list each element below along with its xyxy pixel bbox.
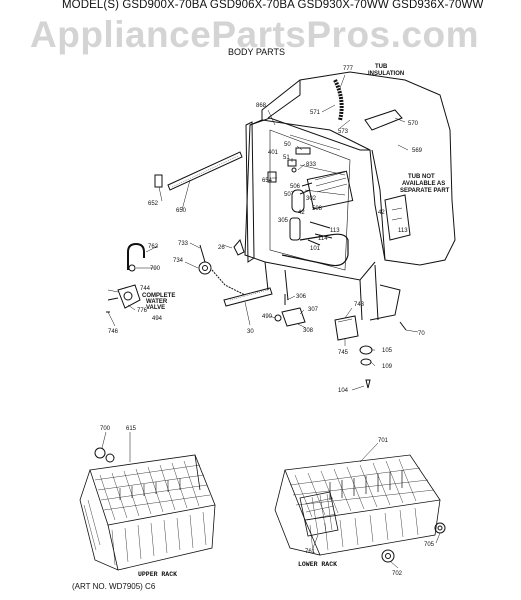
lower-rack xyxy=(274,454,441,556)
note-tub-insulation: TUB INSULATION xyxy=(368,64,404,77)
door-gasket-strip xyxy=(167,151,243,191)
svg-text:VALVE: VALVE xyxy=(146,305,165,311)
label-705: 705 xyxy=(424,542,435,548)
label-51: 51 xyxy=(283,155,290,161)
label-746: 746 xyxy=(108,329,119,335)
label-701: 701 xyxy=(378,438,389,444)
label-743: 743 xyxy=(354,302,365,308)
label-777: 777 xyxy=(343,66,354,72)
label-652: 652 xyxy=(148,201,159,207)
art-number: (ART NO. WD7905) C6 xyxy=(72,582,156,591)
label-113: 113 xyxy=(330,228,340,234)
svg-text:WATER: WATER xyxy=(146,299,168,305)
svg-text:SEPARATE PART: SEPARATE PART xyxy=(400,188,450,194)
label-70: 70 xyxy=(418,331,425,337)
label-745: 745 xyxy=(338,350,349,356)
label-571: 571 xyxy=(310,110,321,116)
label-868: 868 xyxy=(256,103,267,109)
label-573: 573 xyxy=(338,129,349,135)
label-490: 490 xyxy=(262,314,273,320)
label-26: 26 xyxy=(218,245,225,251)
label-42: 42 xyxy=(298,210,305,216)
svg-text:INSULATION: INSULATION xyxy=(368,71,404,77)
section-title: BODY PARTS xyxy=(228,47,286,57)
label-776: 776 xyxy=(137,308,148,314)
note-tub-not-available: TUB NOT AVAILABLE AS SEPARATE PART xyxy=(400,174,450,194)
svg-text:TUB: TUB xyxy=(375,64,388,70)
label-733: 733 xyxy=(178,241,189,247)
note-complete-water-valve: COMPLETE WATER VALVE xyxy=(142,293,175,311)
tub-frame xyxy=(245,121,255,263)
label-109: 109 xyxy=(382,364,393,370)
label-105: 105 xyxy=(382,348,393,354)
label-305: 305 xyxy=(278,218,289,224)
label-570: 570 xyxy=(408,121,419,127)
label-302: 302 xyxy=(306,196,317,202)
part-labels: 777 571 573 570 569 868 50 401 51 654 83… xyxy=(100,66,435,577)
svg-text:AVAILABLE AS: AVAILABLE AS xyxy=(402,181,445,187)
svg-text:TUB NOT: TUB NOT xyxy=(408,174,435,180)
lower-rack-label: LOWER RACK xyxy=(298,561,337,568)
label-506: 506 xyxy=(290,184,301,190)
label-494: 494 xyxy=(152,316,163,322)
upper-rack xyxy=(79,454,216,571)
label-700: 700 xyxy=(100,426,111,432)
label-569: 569 xyxy=(412,148,423,154)
label-702: 702 xyxy=(392,571,403,577)
label-761: 761 xyxy=(305,549,316,555)
label-615: 615 xyxy=(126,426,137,432)
label-104: 104 xyxy=(338,388,349,394)
label-508: 508 xyxy=(312,206,323,212)
label-308: 308 xyxy=(303,328,314,334)
upper-rack-label: UPPER RACK xyxy=(138,571,177,578)
watermark: AppliancePartsPros.com xyxy=(30,14,479,55)
label-30: 30 xyxy=(247,329,254,335)
label-654: 654 xyxy=(262,178,273,184)
label-114: 114 xyxy=(318,236,328,242)
label-101: 101 xyxy=(310,246,321,252)
label-42-b: 42 xyxy=(378,210,385,216)
label-307: 307 xyxy=(308,307,319,313)
model-header: MODEL(S) GSD900X-70BA GSD906X-70BA GSD93… xyxy=(62,0,484,11)
label-401: 401 xyxy=(268,150,279,156)
part-743 xyxy=(334,315,359,341)
label-50: 50 xyxy=(284,142,291,148)
label-833: 833 xyxy=(306,162,317,168)
tub-insulation xyxy=(333,79,344,121)
label-650: 650 xyxy=(176,208,187,214)
water-valve xyxy=(117,284,141,309)
svg-text:COMPLETE: COMPLETE xyxy=(142,293,175,299)
label-744: 744 xyxy=(140,286,151,292)
label-762: 762 xyxy=(148,244,159,250)
tub-body xyxy=(261,71,456,266)
silverware-basket xyxy=(299,491,339,537)
label-734: 734 xyxy=(173,258,184,264)
label-507: 507 xyxy=(284,192,295,198)
label-113-b: 113 xyxy=(398,228,408,234)
label-790: 790 xyxy=(150,266,161,272)
label-306: 306 xyxy=(296,294,307,300)
